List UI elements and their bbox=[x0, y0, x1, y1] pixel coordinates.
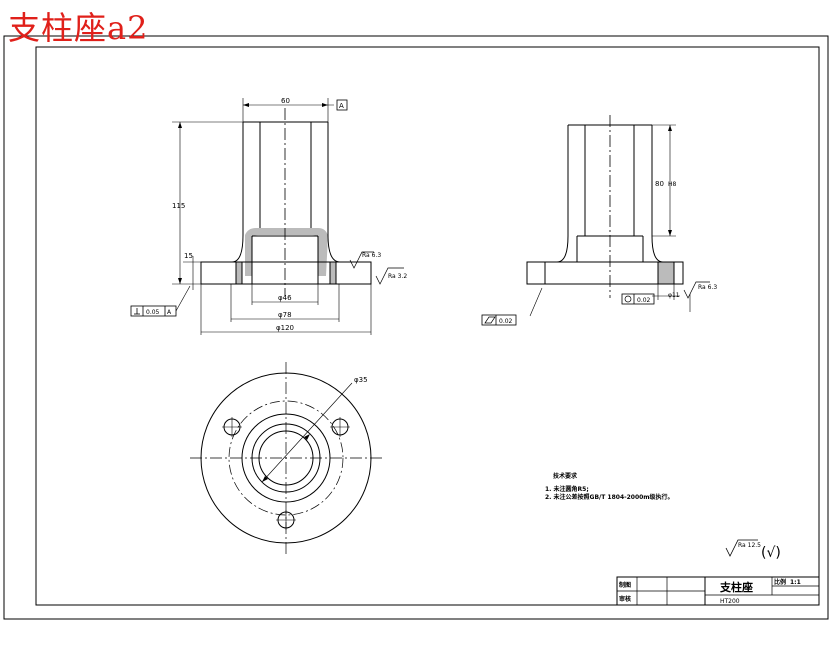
notes-line-2: 2. 未注公差按照GB/T 1804-2000m级执行。 bbox=[545, 493, 674, 501]
hatch-bore bbox=[245, 228, 328, 276]
general-roughness-bracket: (√) bbox=[761, 545, 781, 561]
side-view-dimensions: 80 H8 0.02 0.02 φ11 Ra 6.3 bbox=[499, 180, 717, 325]
general-roughness: Ra 12.5 (√) bbox=[725, 539, 781, 561]
roughness-symbol bbox=[725, 539, 758, 557]
hatch-side-hole bbox=[658, 262, 674, 284]
technical-notes: 技术要求 1. 未注圆角R5; 2. 未注公差按照GB/T 1804-2000m… bbox=[545, 472, 674, 501]
hatch-flange-left bbox=[236, 262, 242, 284]
document-overlay-title: 支柱座a2 bbox=[8, 9, 149, 47]
dim-small-hole: φ11 bbox=[668, 292, 680, 299]
side-view bbox=[481, 115, 710, 326]
top-view bbox=[190, 362, 382, 554]
perpendicularity-tolerance: 0.05 bbox=[146, 309, 160, 316]
dim-60: 60 bbox=[281, 97, 290, 105]
datum-a-label: A bbox=[339, 102, 344, 110]
title-block-text: 制图 审核 支柱座 比例 1:1 HT200 bbox=[619, 578, 801, 605]
dim-dia-78: φ78 bbox=[278, 311, 292, 319]
roughness-63-front: Ra 6.3 bbox=[362, 252, 381, 259]
title-row2-label: 审核 bbox=[619, 595, 631, 603]
dim-15: 15 bbox=[184, 252, 193, 260]
title-part-name: 支柱座 bbox=[719, 580, 753, 594]
outer-frame bbox=[3, 35, 829, 620]
title-scale-value: 1:1 bbox=[790, 579, 801, 586]
title-block bbox=[616, 576, 820, 606]
perpendicularity-datum: A bbox=[167, 309, 172, 316]
title-material: HT200 bbox=[720, 598, 740, 605]
cylindricity-tolerance: 0.02 bbox=[637, 297, 651, 304]
inner-frame bbox=[35, 46, 820, 606]
dim-80-fit: H8 bbox=[668, 181, 677, 188]
general-roughness-value: Ra 12.5 bbox=[738, 542, 761, 549]
front-section-view bbox=[130, 98, 404, 335]
notes-line-1: 1. 未注圆角R5; bbox=[545, 485, 589, 493]
flatness-tolerance: 0.02 bbox=[499, 318, 513, 325]
dim-dia-120: φ120 bbox=[276, 324, 294, 332]
dim-bolt-circle: φ35 bbox=[354, 376, 368, 384]
roughness-63-side: Ra 6.3 bbox=[698, 284, 717, 291]
front-view-dimensions: 60 A 115 15 φ46 φ78 φ120 Ra 6.3 Ra 3.2 0… bbox=[146, 97, 407, 332]
dim-80: 80 bbox=[655, 180, 664, 188]
roughness-32-front: Ra 3.2 bbox=[388, 273, 407, 280]
dim-115: 115 bbox=[172, 202, 185, 210]
dim-dia-46: φ46 bbox=[278, 294, 292, 302]
title-scale-label: 比例 bbox=[774, 578, 786, 586]
notes-heading: 技术要求 bbox=[553, 472, 578, 480]
title-row1-label: 制图 bbox=[619, 581, 631, 589]
hatch-flange-right bbox=[330, 262, 336, 284]
